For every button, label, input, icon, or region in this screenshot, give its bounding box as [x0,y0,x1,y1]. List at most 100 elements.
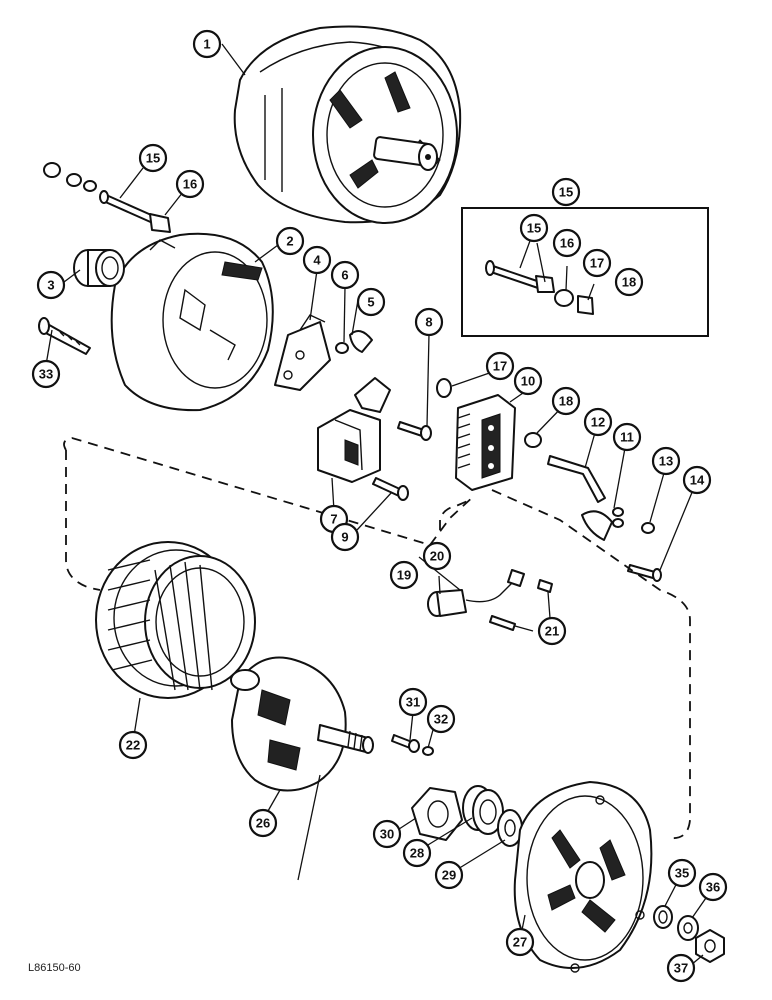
alternator-assembly-drawing [233,25,462,224]
assembly-dashed-outline [63,437,691,840]
svg-text:13: 13 [659,454,673,469]
terminal-hardware-drawing [43,162,171,233]
through-bolt-drawing [38,317,91,355]
svg-text:4: 4 [313,253,321,268]
svg-text:28: 28 [410,846,424,861]
svg-text:16: 16 [560,236,574,251]
callout-26: 22 [118,730,148,760]
svg-text:37: 37 [674,961,688,976]
callout-28: 27 [505,927,535,957]
svg-text:18: 18 [622,275,636,290]
callout-29: 28 [402,838,432,868]
terminal-kit-box [461,207,709,337]
callout-19: 18 [551,386,581,416]
stator-drawing [95,541,256,699]
svg-text:7: 7 [330,512,337,527]
shaft-hardware-drawing [653,905,725,963]
screws-8-9-drawing [372,421,432,501]
callout-33: 32 [426,704,456,734]
svg-text:9: 9 [341,530,348,545]
rectifier-bridge-drawing [455,394,516,491]
callout-4: 4 [302,245,332,275]
svg-text:22: 22 [126,738,140,753]
callout-36: 35 [667,858,697,888]
svg-text:36: 36 [706,880,720,895]
rotor-drawing [230,656,374,792]
bracket-drawing [274,314,331,391]
svg-text:26: 26 [256,816,270,831]
callout-22: 21 [537,616,567,646]
callout-5: 5 [356,287,386,317]
callout-32: 31 [398,687,428,717]
callout-14: 14 [682,465,712,495]
svg-text:17: 17 [493,359,507,374]
svg-text:30: 30 [380,827,394,842]
svg-text:11: 11 [620,430,634,445]
svg-text:5: 5 [367,295,374,310]
callout-15: 15 [551,177,581,207]
strap-clip-hardware-drawing [547,455,662,582]
callout-19-kit: 18 [614,267,644,297]
retainer-bearing-spacer-drawing [411,785,523,847]
svg-text:15: 15 [527,221,541,236]
callout-18: 17 [485,351,515,381]
assembly-dashed-outline-left [65,450,101,591]
capacitor-drawing [427,569,553,631]
svg-text:27: 27 [513,935,527,950]
callout-12: 12 [583,407,613,437]
regulator-drawing [317,377,391,483]
callout-2: 2 [275,226,305,256]
callout-10: 10 [513,366,543,396]
callout-31: 30 [372,819,402,849]
svg-text:3: 3 [47,278,54,293]
figure-reference-code: L86150-60 [28,962,81,974]
callout-9: 9 [330,522,360,552]
callout-18-kit: 17 [582,248,612,278]
rotor-screw-washer-drawing [391,734,434,756]
callout-20: 19 [389,560,419,590]
svg-text:21: 21 [545,624,559,639]
svg-text:2: 2 [286,234,293,249]
svg-text:29: 29 [442,868,456,883]
svg-text:10: 10 [521,374,535,389]
callout-30: 29 [434,860,464,890]
callout-3: 3 [36,270,66,300]
svg-text:20: 20 [430,549,444,564]
svg-text:12: 12 [591,415,605,430]
rear-housing-drawing [110,232,274,412]
callout-13: 13 [651,446,681,476]
svg-text:15: 15 [559,185,573,200]
clip-nut-drawing [335,330,373,354]
callout-16-kit: 15 [519,213,549,243]
callout-8: 8 [414,307,444,337]
svg-text:31: 31 [406,695,420,710]
svg-text:19: 19 [397,568,411,583]
rear-bearing-drawing [73,249,125,287]
callout-35: 33 [31,359,61,389]
callout-17-kit: 16 [552,228,582,258]
svg-text:6: 6 [341,268,348,283]
svg-text:14: 14 [690,473,705,488]
callout-6: 6 [330,260,360,290]
callout-16: 15 [138,143,168,173]
svg-text:33: 33 [39,367,53,382]
svg-text:16: 16 [183,177,197,192]
washer-nut-loose-drawing [436,378,542,448]
svg-text:8: 8 [425,315,432,330]
svg-text:17: 17 [590,256,604,271]
callout-17: 16 [175,169,205,199]
callout-1: 1 [192,29,222,59]
callout-38: 37 [666,953,696,983]
svg-text:32: 32 [434,712,448,727]
callout-21: 20 [422,541,452,571]
callout-37: 36 [698,872,728,902]
drive-end-housing-drawing [513,781,653,973]
svg-text:15: 15 [146,151,160,166]
svg-text:18: 18 [559,394,573,409]
svg-text:35: 35 [675,866,689,881]
assembly-dashed-outline-mid [439,499,471,530]
callout-11: 11 [612,422,642,452]
callout-27: 26 [248,808,278,838]
svg-text:1: 1 [203,37,210,52]
